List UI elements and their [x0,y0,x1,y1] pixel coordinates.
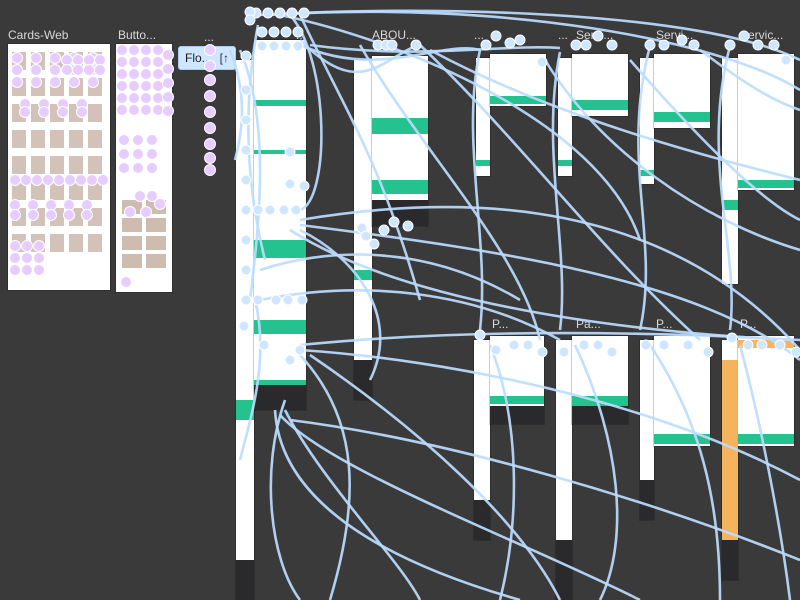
prototype-connector [269,399,302,600]
frame-page2-mobile[interactable] [556,340,572,600]
frame-page2[interactable] [572,336,628,424]
connector-node [724,39,736,51]
connector-node [262,7,274,19]
connector-node [274,7,286,19]
frame-label-page-3[interactable]: P... [656,317,673,331]
prototype-connector [299,354,352,600]
frame-col8[interactable] [738,54,794,190]
connector-node [298,7,310,19]
frame-label-page-2[interactable]: Pa... [576,317,601,331]
connector-node [474,329,486,341]
connector-node [256,26,268,38]
hotspot-marker [204,122,216,134]
hotspot-marker [204,138,216,150]
connector-node [244,14,256,26]
frame-home[interactable] [254,40,306,410]
prototype-connector [309,43,561,53]
flow-chip-bracket: [↑ [219,51,230,65]
connector-node [250,7,262,19]
prototype-connector [279,414,641,600]
prototype-connector [259,9,800,62]
connector-node [644,39,656,51]
frame-label-untitled-3[interactable]: ... [474,28,485,42]
connector-node [286,7,298,19]
connector-node [490,30,502,42]
hotspot-marker [204,164,216,176]
flow-starting-point-chip[interactable]: Flo... [↑ [178,46,237,70]
frame-page4-mobile[interactable] [722,340,738,580]
flow-chip-label: Flo... [185,51,212,65]
frame-about-mobile[interactable] [354,60,372,400]
hotspot-marker [204,152,216,164]
frame-label-services-1[interactable]: Servi... [576,28,614,42]
frame-col8-mobile[interactable] [722,58,738,284]
connector-node [244,6,256,18]
frame-label-page-4[interactable]: P... [740,317,757,331]
connector-node [504,37,516,49]
frame-page1-mobile[interactable] [474,340,490,540]
connector-node [514,34,526,46]
frame-page3-mobile[interactable] [640,340,654,520]
frame-buttons[interactable] [116,44,172,292]
prototype-connector [283,409,422,600]
frame-label-services-2[interactable]: Servi... [656,28,694,42]
connector-node [280,26,292,38]
frame-col5[interactable] [490,54,546,106]
frame-label-cards-web[interactable]: Cards-Web [8,28,69,42]
frame-col6-mobile[interactable] [558,58,572,176]
frame-page1[interactable] [490,336,544,424]
frame-mobile-long[interactable] [236,60,254,600]
frame-page3[interactable] [654,336,710,446]
hotspot-marker [204,74,216,86]
frame-col7-mobile[interactable] [640,58,654,184]
frame-label-page-1[interactable]: P... [492,317,509,331]
frame-col7[interactable] [654,54,710,128]
frame-col6[interactable] [572,54,628,116]
hotspot-marker [204,90,216,102]
connector-node [378,224,390,236]
frame-col5-mobile[interactable] [476,58,490,176]
frame-page4[interactable] [738,336,794,446]
frame-label-services-3[interactable]: Servic... [740,28,784,42]
frame-label-untitled-4[interactable]: ... [558,28,569,42]
frame-label-buttons[interactable]: Butto... [118,28,157,42]
frame-about[interactable] [372,56,428,226]
connector-node [268,26,280,38]
hotspot-marker [204,106,216,118]
frame-label-untitled-1[interactable]: ... [204,30,215,44]
frame-label-about[interactable]: ABOU... [372,28,417,42]
prototype-connector [279,13,642,241]
frame-cards-web[interactable] [8,44,110,290]
